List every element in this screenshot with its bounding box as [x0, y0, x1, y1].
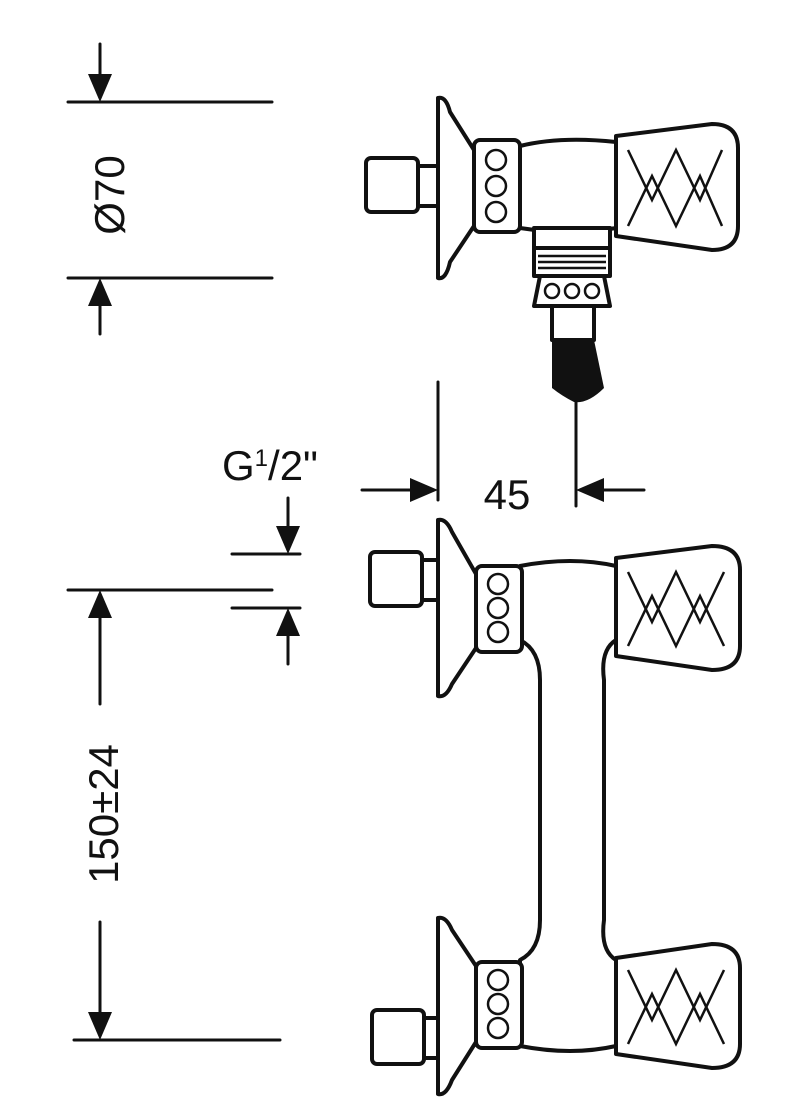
diameter-label: Ø70	[86, 155, 133, 234]
arrow-up-icon	[88, 278, 112, 306]
offset-label: 45	[484, 471, 531, 518]
arrow-down-icon	[276, 526, 300, 554]
arrow-down-icon	[88, 74, 112, 102]
diameter-dimension: Ø70	[66, 42, 274, 336]
offset-dimension: 45	[360, 380, 646, 518]
distance-label: 150±24	[80, 744, 127, 884]
thread-dimension: G1/2"	[222, 442, 318, 666]
valve-side-view	[364, 95, 740, 403]
arrow-right-icon	[410, 478, 438, 502]
arrow-up-icon	[88, 590, 112, 618]
arrow-up-icon	[276, 608, 300, 636]
mixer-front-view	[368, 517, 742, 1097]
distance-dimension: 150±24	[66, 588, 282, 1042]
arrow-down-icon	[88, 1012, 112, 1040]
arrow-left-icon	[576, 478, 604, 502]
thread-label: G1/2"	[222, 442, 318, 489]
